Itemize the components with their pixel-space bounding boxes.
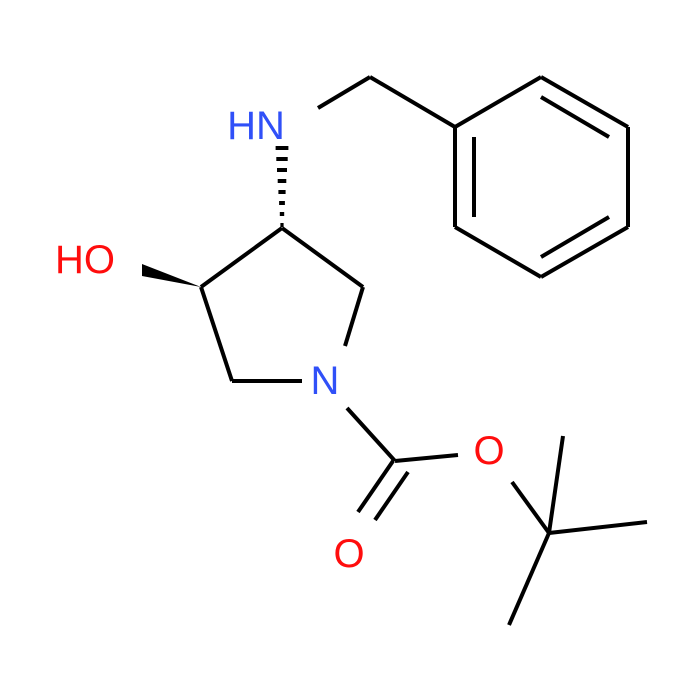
atom-label-ester-o: O (473, 429, 504, 473)
benzene-bond-2 (540, 75, 629, 129)
ring-bond-c2-n (343, 286, 365, 347)
benzene-bond-1 (453, 75, 543, 129)
carbonyl-double-bond-2 (373, 470, 410, 522)
carbonyl-double-bond-1 (356, 459, 395, 514)
solid-wedge-bond (142, 264, 201, 287)
benzene-inner-bond-1 (539, 95, 611, 139)
bond-quaternary-methyl-top (547, 435, 565, 534)
hashed-wedge-bond (275, 146, 289, 227)
ring-bond-c3-c2 (280, 226, 365, 289)
bond-ch2-ipso (368, 75, 457, 129)
benzene-inner-bond-2 (539, 215, 611, 259)
ring-bond-c4-c5 (199, 286, 234, 382)
atom-label-nh: HN (227, 104, 285, 148)
benzene-bond-5 (453, 225, 543, 279)
ring-bond-c3-c4 (199, 226, 284, 289)
bond-ester-o-quaternary (510, 480, 551, 535)
bond-n-carbonyl (345, 406, 397, 463)
bond-quaternary-methyl-right (548, 520, 648, 535)
bond-quaternary-methyl-bottom (507, 532, 551, 626)
benzene-bond-4 (540, 225, 629, 279)
atom-label-carbonyl-o: O (333, 532, 364, 576)
bond-nh-ch2 (316, 75, 372, 110)
atom-label-ring-n: N (311, 359, 340, 403)
bond-carbonyl-ester-o (394, 453, 459, 463)
atom-label-oh: HO (55, 238, 115, 282)
